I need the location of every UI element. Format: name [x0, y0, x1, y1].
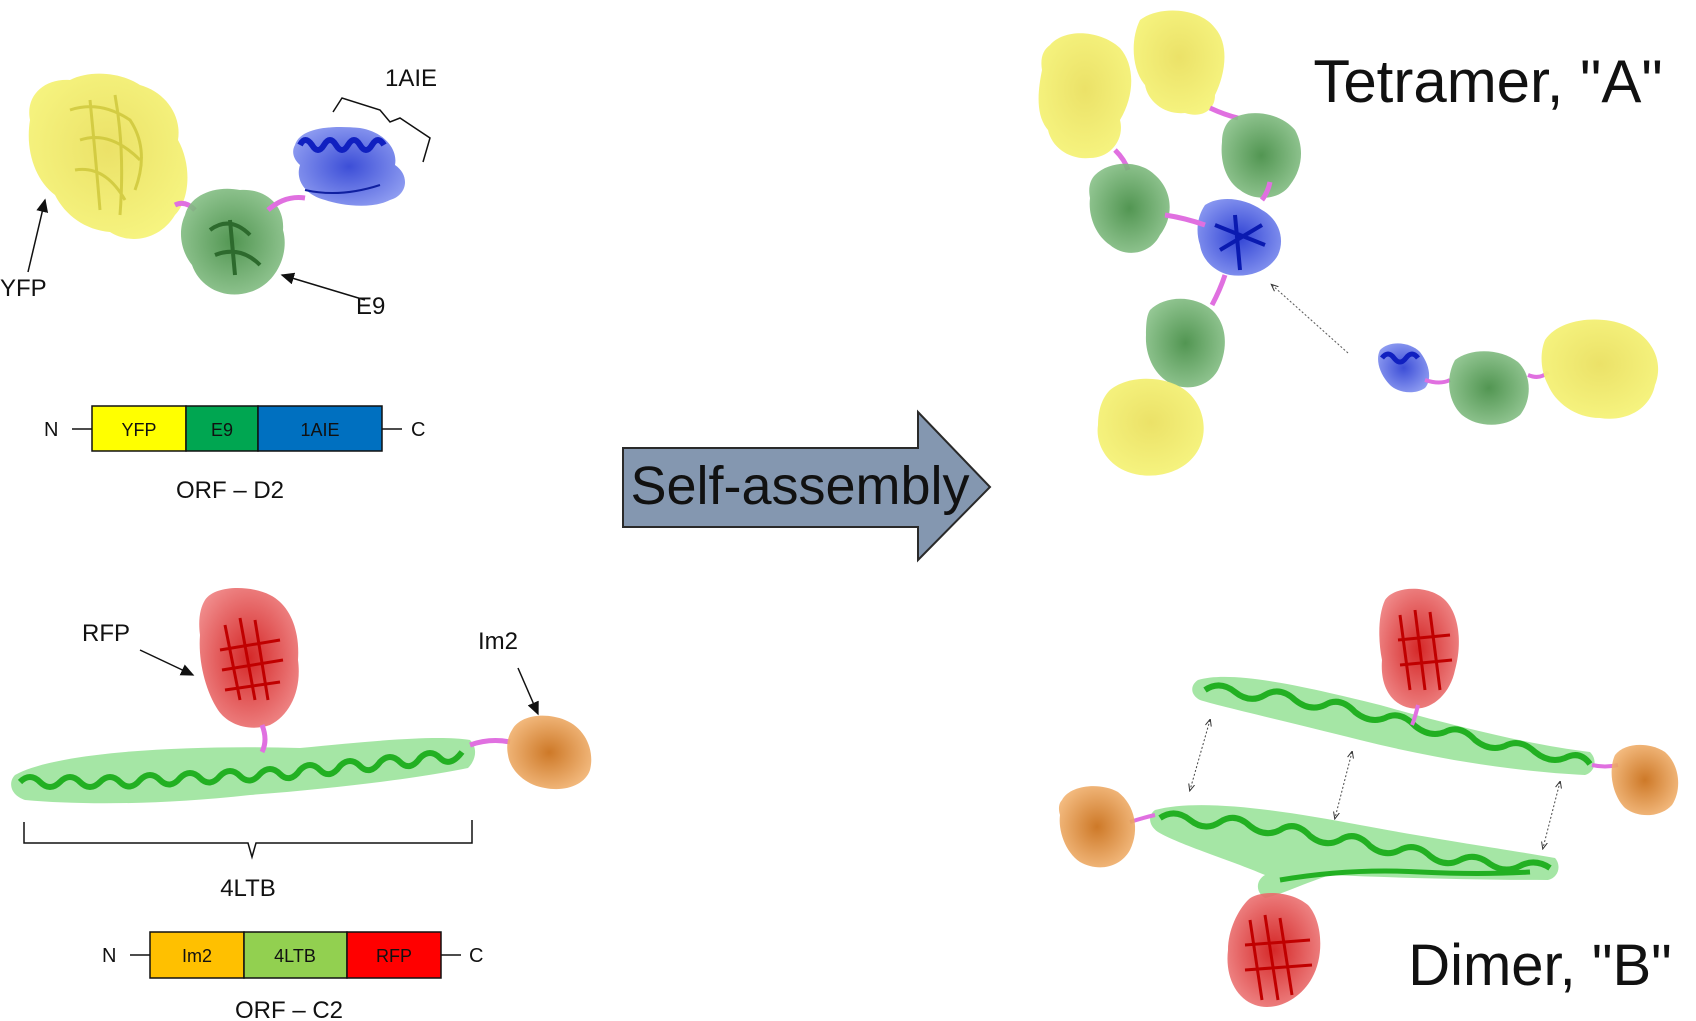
rfp-pointer-arrow — [139, 649, 195, 676]
4ltb-bracket — [23, 820, 473, 860]
4ltb-bracket-label: 4LTB — [220, 875, 276, 902]
c2-4ltb-helix — [11, 737, 476, 804]
aie-domain — [293, 126, 406, 206]
orf-d2-c-terminus: C — [411, 419, 425, 441]
tetramer-structure — [1038, 10, 1659, 476]
orf-c2-im2-segment — [149, 931, 245, 979]
tetramer-e9-2 — [1221, 113, 1302, 198]
orf-c2-im2-label: Im2 — [182, 946, 212, 966]
tetramer-title: Tetramer, "A" — [1313, 48, 1662, 115]
c2-im2-domain — [507, 715, 592, 790]
tetramer-incoming-monomer — [1378, 319, 1659, 425]
orf-d2-e9-segment — [185, 405, 259, 452]
dimer-im2-1 — [1611, 744, 1679, 816]
orf-c2-n-terminus: N — [102, 945, 116, 967]
orf-d2-1aie-label: 1AIE — [300, 420, 339, 440]
e9-pointer-arrow — [280, 272, 366, 301]
dimer-title: Dimer, "B" — [1408, 933, 1672, 998]
im2-label: Im2 — [478, 628, 518, 655]
dimer-rfp-2 — [1227, 893, 1321, 1007]
orf-c2-c-terminus: C — [469, 945, 483, 967]
tetramer-e9-3 — [1145, 298, 1225, 388]
orf-c2-rfp-label: RFP — [376, 946, 412, 966]
orf-c2-caption: ORF – C2 — [235, 997, 343, 1021]
yfp-pointer-arrow — [27, 198, 49, 273]
monomer-d2-structure — [28, 73, 406, 295]
orf-d2-caption: ORF – D2 — [176, 477, 284, 504]
orf-d2-n-terminus: N — [44, 419, 58, 441]
aie-bracket-label: 1AIE — [385, 65, 437, 92]
tetramer-e9-1 — [1089, 163, 1170, 253]
yfp-domain — [28, 73, 188, 239]
rfp-label: RFP — [82, 620, 130, 647]
orf-c2-bar: N Im2 4LTB RFP C ORF – C2 — [102, 931, 483, 1021]
e9-label: E9 — [356, 293, 385, 320]
e9-domain — [180, 188, 285, 295]
yfp-label: YFP — [0, 275, 47, 302]
orf-c2-rfp-segment — [346, 931, 442, 979]
dimer-structure — [1058, 588, 1679, 1007]
self-assembly-arrow: Self-assembly — [622, 409, 992, 563]
orf-d2-1aie-segment — [257, 405, 383, 452]
tetramer-yfp-2 — [1133, 10, 1225, 115]
orf-c2-4ltb-label: 4LTB — [274, 946, 316, 966]
orf-d2-bar: N YFP E9 1AIE C ORF – D2 — [44, 405, 425, 504]
c2-rfp-domain — [199, 588, 299, 728]
dimer-im2-2 — [1058, 786, 1136, 868]
tetramer-yfp-1 — [1038, 33, 1132, 159]
self-assembly-label: Self-assembly — [630, 456, 969, 516]
orf-d2-yfp-label: YFP — [121, 420, 156, 440]
orf-c2-4ltb-segment — [243, 931, 348, 979]
aie-bracket — [332, 97, 431, 163]
im2-pointer-arrow — [517, 667, 539, 716]
tetramer-yfp-3 — [1097, 378, 1204, 476]
orf-d2-e9-label: E9 — [211, 420, 233, 440]
monomer-c2-structure — [11, 588, 592, 804]
